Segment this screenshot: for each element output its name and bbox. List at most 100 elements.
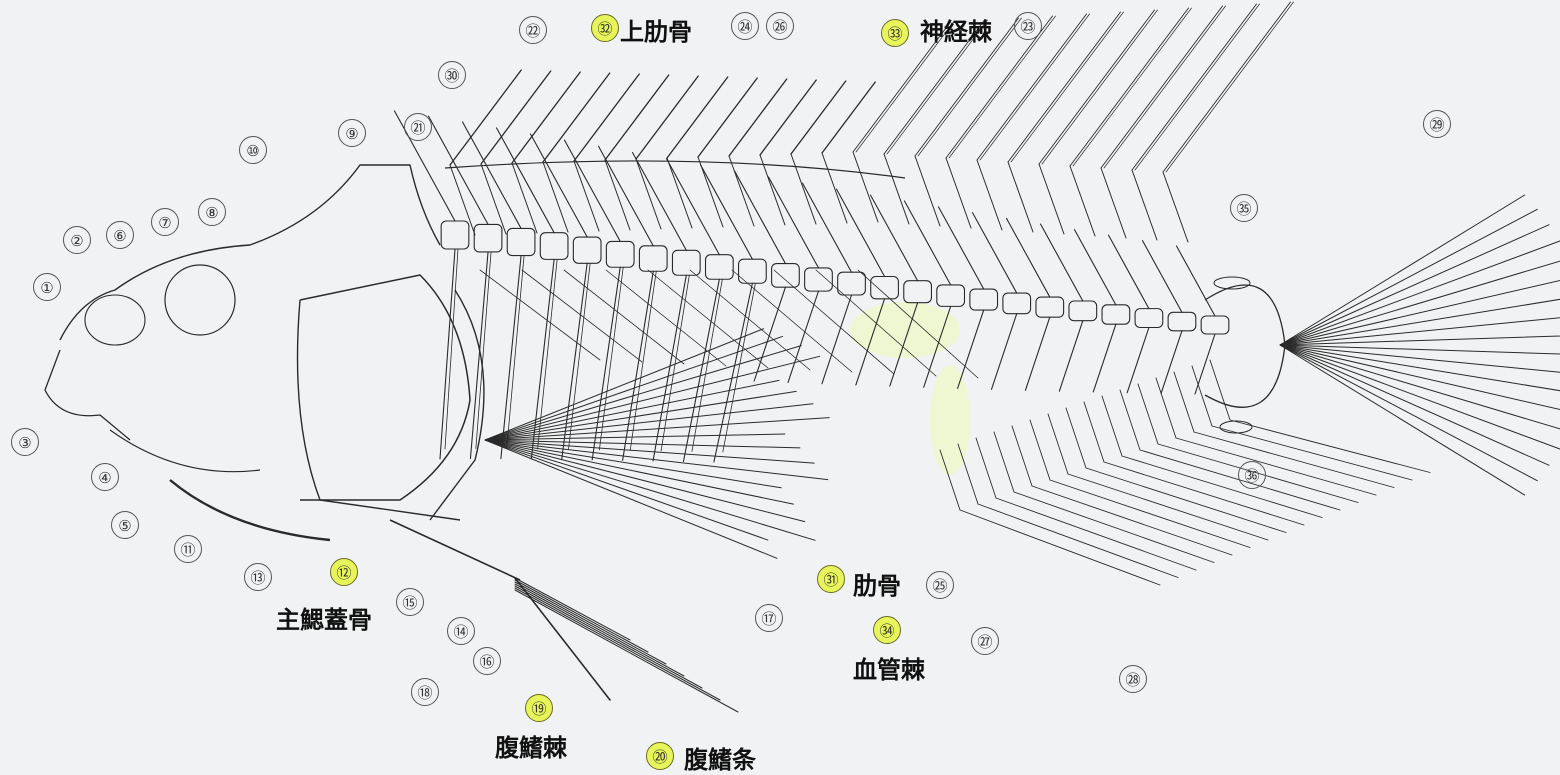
dorsal-fin-ray: [1101, 6, 1223, 168]
pterygiophore: [977, 160, 1002, 230]
callout-n10: ⑩: [239, 136, 267, 164]
dorsal-fin-ray: [791, 81, 846, 154]
label-lbl-shenjingji: 神経棘: [920, 12, 992, 47]
pectoral-fin-ray: [485, 391, 796, 440]
callout-n3: ③: [11, 428, 39, 456]
callout-n11: ⑪: [174, 535, 202, 563]
callout-n21: ㉑: [404, 113, 432, 141]
pelvic-girdle: [390, 520, 520, 580]
vertebra: [1036, 297, 1064, 317]
haemal-spine: [958, 310, 984, 388]
neural-spine: [803, 183, 852, 272]
anal-pterygiophore: [1192, 366, 1212, 426]
dorsal-fin-ray: [729, 79, 787, 156]
anal-pterygiophore: [1030, 420, 1050, 480]
pelvic-fin-ray: [515, 578, 630, 640]
vertebra: [937, 285, 965, 306]
anal-pterygiophore: [1210, 360, 1230, 420]
rib: [653, 275, 686, 461]
rib: [592, 267, 620, 460]
pectoral-fin-ray: [485, 440, 805, 522]
pterygiophore: [884, 154, 909, 224]
neural-spine: [1143, 241, 1182, 313]
pterygiophore: [636, 159, 661, 229]
dorsal-fin-ray: [1070, 8, 1189, 166]
vertebra: [970, 289, 998, 310]
vertebra: [706, 255, 734, 280]
dorsal-fin-ray: [1039, 10, 1155, 164]
dorsal-soft-ray-seg: [1104, 6, 1226, 168]
anal-pterygiophore: [1138, 384, 1158, 444]
rib: [440, 249, 455, 459]
anal-pterygiophore: [1084, 402, 1104, 462]
callout-n9: ⑨: [338, 119, 366, 147]
callout-n7: ⑦: [151, 208, 179, 236]
pectoral-fin-ray: [485, 440, 781, 488]
rib-inner: [568, 263, 590, 449]
pelvic-fin-ray: [515, 590, 738, 712]
lower-jaw: [110, 430, 260, 472]
callout-n33: ㉝: [881, 19, 909, 47]
callout-n8: ⑧: [198, 198, 226, 226]
haemal-spine: [1093, 324, 1116, 392]
neural-spine: [701, 165, 753, 259]
neural-spine: [905, 201, 951, 285]
anal-fin-ray: [1068, 474, 1268, 540]
caudal-fin-ray: [1280, 209, 1537, 345]
pterygiophore: [853, 152, 878, 222]
dorsal-fin-ray: [667, 77, 728, 158]
neural-spine: [565, 140, 621, 241]
pterygiophore: [1039, 164, 1064, 234]
callout-n24: ㉔: [731, 12, 759, 40]
pterygiophore: [915, 156, 940, 226]
vertebra: [904, 281, 932, 303]
callout-n19: ⑲: [525, 694, 553, 722]
vertebra: [1003, 293, 1031, 314]
anal-pterygiophore: [1174, 372, 1194, 432]
neural-spine: [1075, 230, 1116, 305]
preopercle: [298, 300, 461, 520]
dorsal-fin-ray: [605, 75, 669, 160]
dorsal-soft-ray-seg: [1166, 2, 1294, 172]
neural-spine: [1109, 235, 1149, 308]
vertebra: [507, 228, 535, 255]
rib-inner: [476, 252, 491, 449]
label-lbl-fuqitiao: 腹鰭条: [684, 740, 756, 775]
label-lbl-xueguanji: 血管棘: [853, 650, 925, 685]
label-lbl-zhusaigaigu: 主鰓蓋骨: [276, 600, 372, 635]
vertebra: [1102, 305, 1130, 324]
anal-fin-ray: [996, 498, 1196, 570]
opercle: [300, 275, 470, 500]
haemal-spine: [1161, 331, 1182, 394]
dorsal-soft-ray-seg: [1135, 4, 1260, 170]
rib-inner: [507, 256, 524, 449]
pelvic-fin-ray: [515, 586, 702, 688]
premaxilla: [85, 295, 145, 345]
callout-n4: ④: [91, 463, 119, 491]
haemal-spine: [822, 295, 852, 384]
vertebra: [606, 241, 634, 267]
pterygiophore: [481, 164, 506, 234]
haemal-spine: [992, 314, 1017, 390]
pelvic-fin-ray: [515, 582, 666, 664]
dorsal-fin-ray: [760, 80, 816, 155]
pterygiophore: [1132, 170, 1157, 240]
vertebra: [639, 246, 667, 271]
anal-fin-ray: [1194, 432, 1394, 488]
neural-spine: [633, 152, 687, 250]
neural-spine: [463, 122, 522, 229]
pterygiophore: [1101, 168, 1126, 238]
branchiostegal-rays: [170, 480, 330, 540]
neural-spine: [939, 207, 984, 289]
rib-inner: [599, 267, 623, 450]
pterygiophore: [698, 157, 723, 227]
dorsal-fin-ray: [574, 74, 639, 161]
vertebra: [838, 272, 866, 295]
anal-fin-ray: [1050, 480, 1250, 548]
jaw: [45, 350, 130, 440]
neural-spine: [531, 134, 588, 237]
cleithrum: [430, 290, 484, 520]
anal-fin-ray: [1104, 462, 1304, 525]
